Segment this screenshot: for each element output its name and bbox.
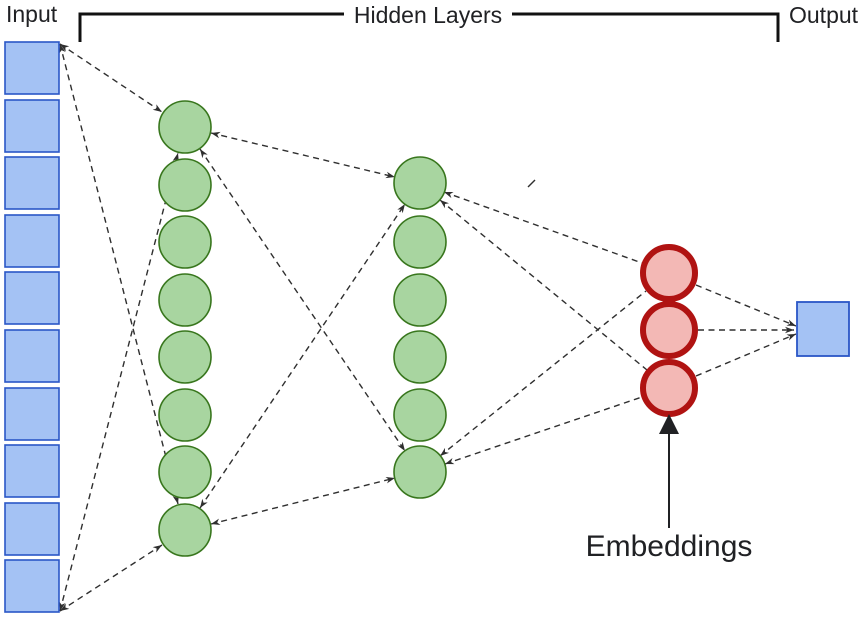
input-square	[4, 156, 60, 210]
connection-line	[439, 290, 647, 457]
stray-mark	[527, 179, 536, 188]
connection-line	[439, 199, 648, 371]
connection-line	[59, 152, 179, 612]
embedding-neuron	[640, 244, 698, 302]
embedding-neuron	[640, 359, 698, 417]
connection-line	[199, 203, 406, 509]
input-square	[4, 559, 60, 613]
hidden-neuron	[393, 156, 447, 210]
input-square	[4, 271, 60, 325]
hidden-neuron	[158, 215, 212, 269]
connection-lines	[59, 43, 797, 612]
connection-line	[59, 43, 163, 113]
hidden-neuron	[393, 215, 447, 269]
input-square	[4, 99, 60, 153]
connection-line	[59, 544, 163, 612]
embeddings-label: Embeddings	[585, 530, 753, 563]
output-square	[796, 301, 850, 357]
hidden-neuron	[393, 445, 447, 499]
embedding-neuron	[640, 301, 698, 359]
connection-line	[59, 43, 179, 505]
input-square	[4, 329, 60, 383]
output-layer-label: Output	[789, 2, 859, 28]
network-nodes	[4, 41, 850, 613]
hidden-neuron	[158, 158, 212, 212]
connection-line	[199, 148, 406, 452]
embeddings-arrowhead	[659, 414, 679, 434]
input-square	[4, 502, 60, 556]
input-layer-label: Input	[6, 1, 58, 27]
input-square	[4, 214, 60, 268]
hidden-neuron	[158, 100, 212, 154]
connection-line	[695, 333, 797, 377]
hidden-neuron	[393, 273, 447, 327]
hidden-neuron	[158, 445, 212, 499]
connection-line	[443, 191, 643, 264]
connection-line	[695, 284, 797, 327]
input-square	[4, 444, 60, 498]
hidden-neuron	[158, 330, 212, 384]
hidden-neuron	[158, 388, 212, 442]
hidden-neuron	[393, 388, 447, 442]
input-square	[4, 387, 60, 441]
annotations	[78, 12, 780, 528]
hidden-neuron	[158, 273, 212, 327]
input-square	[4, 41, 60, 95]
connection-line	[444, 396, 643, 465]
connection-line	[210, 131, 396, 179]
connection-line	[210, 477, 396, 525]
hidden-layers-label: Hidden Layers	[353, 2, 503, 28]
hidden-neuron	[158, 503, 212, 557]
hidden-neuron	[393, 330, 447, 384]
